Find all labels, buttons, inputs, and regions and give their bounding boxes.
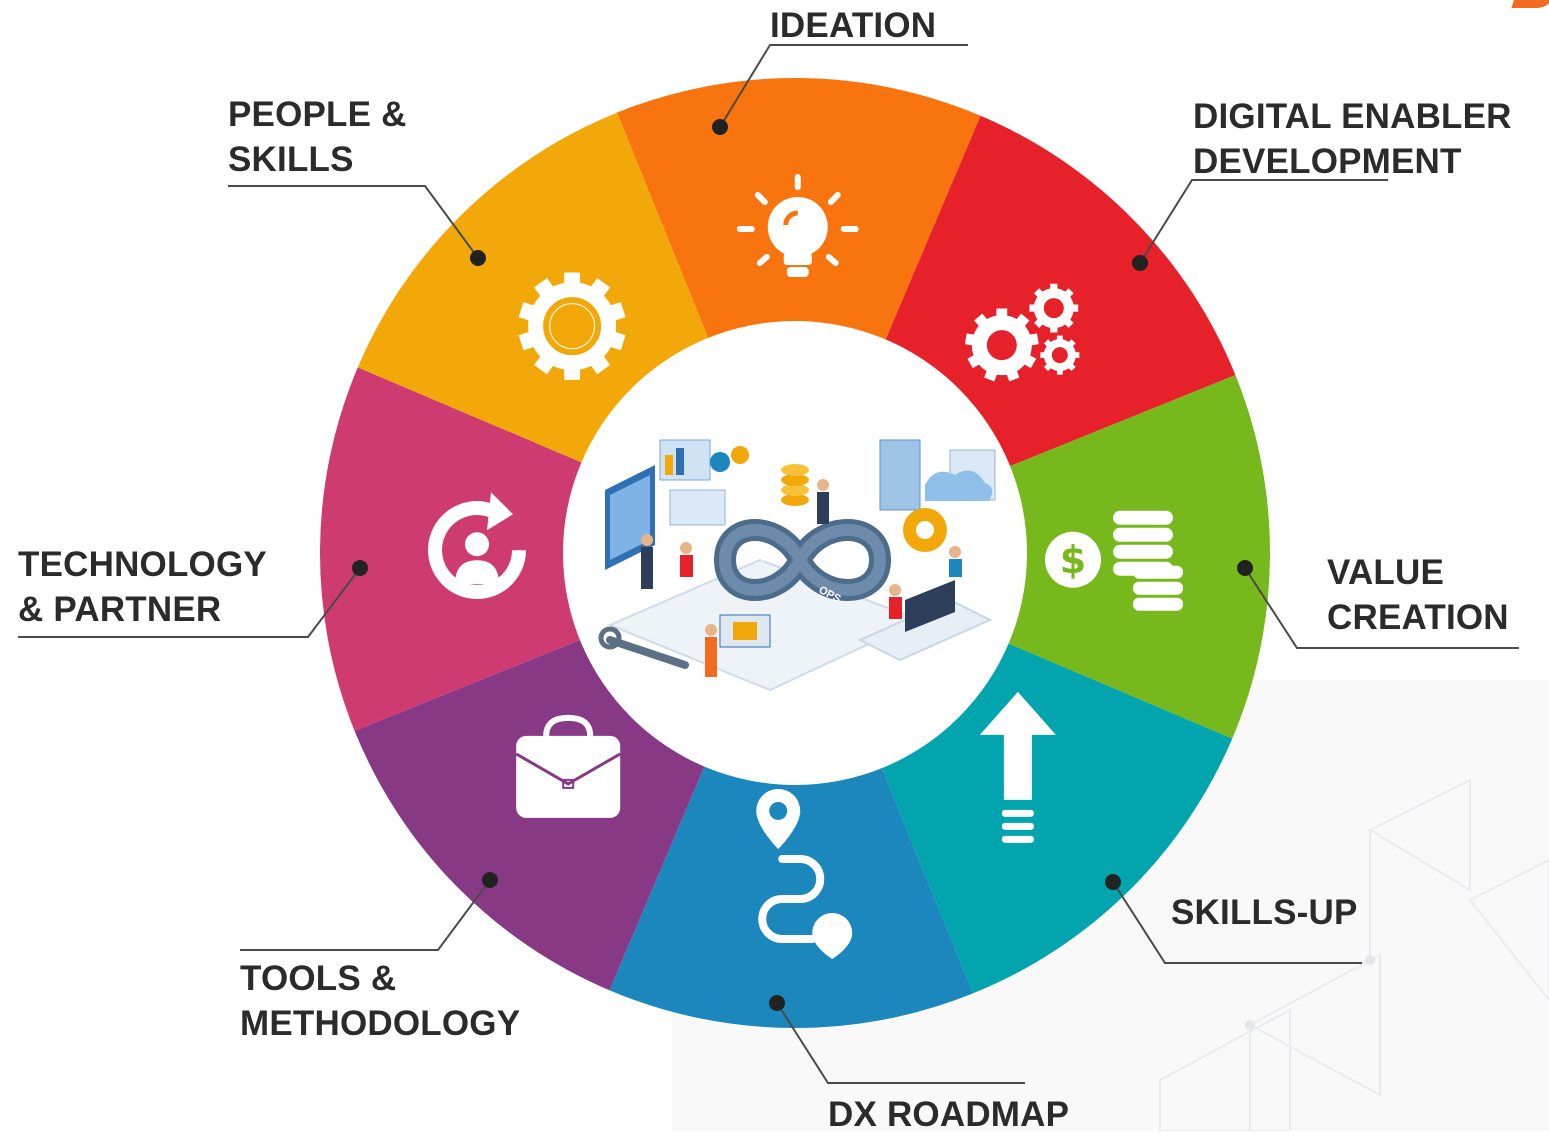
segment-dx-roadmap [609,553,973,1028]
segment-ideation [617,78,981,554]
label-digital-enabler-development: DIGITAL ENABLER DEVELOPMENT [1193,97,1512,181]
leader-dot-skills-up [1105,874,1121,890]
label-ideation: IDEATION [770,6,937,45]
coin-stack [781,464,809,506]
leader-line-people-skills [228,185,479,259]
leader-line-dx-roadmap [776,1002,1025,1084]
leader-dot-ideation [712,119,728,135]
leader-dot-technology-partner [352,560,368,576]
lightbulb-icon [736,174,859,278]
segment-technology-partner [319,367,795,731]
devops-infinity-illustration: DEV OPS [598,439,996,692]
arrow-up-icon [979,691,1056,843]
brand-corner-mark [1511,0,1549,8]
svg-text:$: $ [1060,538,1086,582]
dollar-coins-icon: $ [1044,510,1183,611]
leader-dot-people-skills [470,250,486,266]
label-skills-up: SKILLS-UP [1171,893,1358,932]
leader-dot-value-creation [1237,560,1253,576]
gears-icon [964,283,1080,382]
label-people-skills: PEOPLE & SKILLS [228,95,407,179]
label-value-creation: VALUE CREATION [1327,553,1509,637]
leader-line-technology-partner [18,567,361,638]
segment-value-creation [795,375,1270,739]
leader-line-ideation [719,44,968,128]
leader-line-digital-enabler-development [1139,179,1388,264]
server-rack [879,439,996,552]
leader-line-skills-up [1112,881,1362,964]
leader-dot-tools-methodology [482,872,498,888]
briefcase-icon [515,714,621,818]
label-technology-partner: TECHNOLOGY & PARTNER [18,545,267,629]
center-circle: DEV OPS [563,321,1027,785]
leader-line-value-creation [1244,567,1519,649]
label-tools-methodology: TOOLS & METHODOLOGY [240,959,521,1043]
leader-line-tools-methodology [240,879,491,951]
label-dx-roadmap: DX ROADMAP [828,1095,1070,1134]
route-pin-icon [756,788,853,959]
leader-dot-dx-roadmap [769,995,785,1011]
dashboard-panel [605,439,749,570]
people-figures [641,479,962,677]
person-cycle-icon [428,492,527,599]
gear-person-icon [518,272,626,380]
leader-dot-digital-enabler-development [1132,255,1148,271]
